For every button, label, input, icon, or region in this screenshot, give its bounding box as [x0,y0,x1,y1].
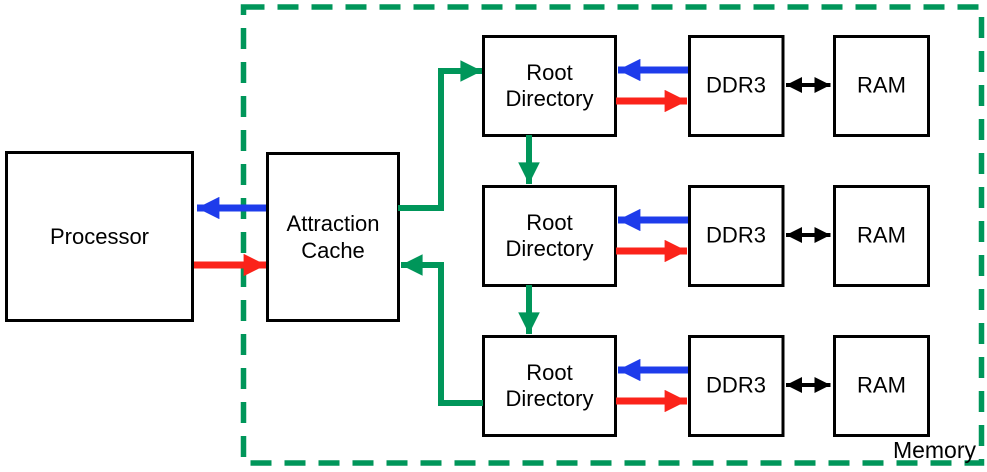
ram-box-2 [833,185,930,287]
root-directory-1-label-line1: Root [526,60,572,85]
root-directory-2-label-line2: Directory [505,236,593,261]
ddr3-2-label: DDR3 [706,223,766,248]
ram-box-1 [833,35,930,137]
ram-1-label: RAM [857,73,906,98]
root-directory-2-label-line1: Root [526,210,572,235]
attraction-cache-box [266,152,400,322]
root-directory-3-label-line2: Directory [505,386,593,411]
processor-label: Processor [50,224,149,249]
ddr3-box-1 [688,35,785,137]
ddr3-1-label: DDR3 [706,73,766,98]
ram-3-label: RAM [857,373,906,398]
root-directory-box-3 [482,335,617,437]
root-directory-box-2 [482,185,617,287]
ddr3-3-label: DDR3 [706,373,766,398]
ddr3-box-2 [688,185,785,287]
ram-box-3 [833,335,930,437]
ram-2-label: RAM [857,223,906,248]
root-directory-box-1 [482,35,617,137]
attraction-cache-label-line2: Cache [301,238,365,263]
green-arrow-directory3-to-cache [401,254,483,406]
memory-region-border [240,4,985,466]
memory-region-label: Memory [893,437,977,463]
attraction-cache-label-line1: Attraction [287,211,380,236]
root-directory-3-label-line1: Root [526,360,572,385]
processor-box [5,151,194,322]
green-arrow-cache-to-directory1 [398,60,482,211]
ddr3-box-3 [688,335,785,437]
root-directory-1-label-line2: Directory [505,86,593,111]
